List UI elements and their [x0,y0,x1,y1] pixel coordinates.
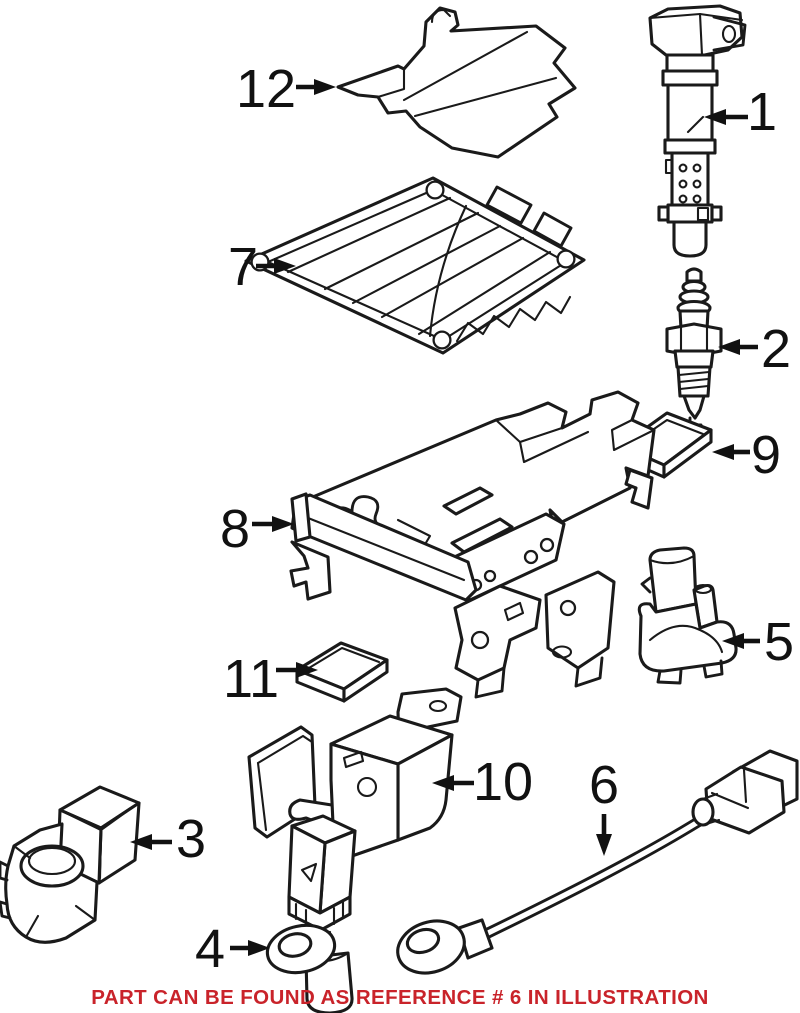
part-drawing-engine-control-module [244,176,586,355]
part-drawing-ignition-coil [648,4,747,258]
callout-12: 12 [236,59,336,119]
callout-3: 3 [130,809,206,869]
callout-6-label: 6 [589,755,619,815]
callout-2: 2 [718,319,791,379]
callout-10-label: 10 [473,752,533,812]
callout-7-label: 7 [228,237,258,297]
part-drawing-knock-sensor [0,785,141,944]
callout-1: 1 [686,82,777,142]
callout-12-label: 12 [236,59,296,119]
part-drawing-mounting-bracket [289,390,656,699]
callout-9-label: 9 [751,425,781,485]
callout-5: 5 [722,612,794,672]
callout-4-label: 4 [195,919,225,979]
part-drawing-module-cover [336,6,577,159]
callout-9: 9 [712,425,781,485]
callout-10: 10 [432,752,533,812]
callout-3-label: 3 [176,809,206,869]
part-drawing-camshaft-position-sensor [265,814,357,1013]
callout-6: 6 [589,755,619,856]
part-drawing-knock-sensor-cable [396,749,799,975]
callout-4: 4 [195,919,270,979]
callout-8-label: 8 [220,499,250,559]
callout-5-label: 5 [764,612,794,672]
reference-note: PART CAN BE FOUND AS REFERENCE # 6 IN IL… [91,986,709,1009]
callout-11: 11 [223,649,318,709]
callout-1-label: 1 [747,82,777,142]
callout-2-label: 2 [761,319,791,379]
callout-8: 8 [220,499,294,559]
part-drawing-engine-speed-sensor [637,546,738,685]
part-drawing-control-unit-small [295,641,389,703]
part-drawing-spark-plug [665,267,723,427]
callout-11-label: 11 [223,649,279,709]
callout-7: 7 [228,237,296,297]
